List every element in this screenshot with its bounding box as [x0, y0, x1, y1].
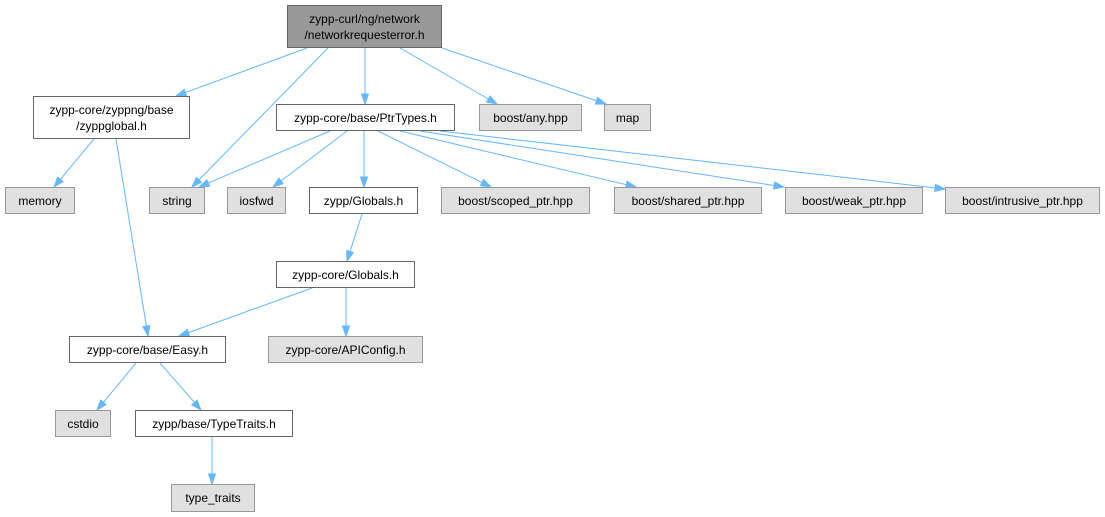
edge-globals-coreglobals: [349, 213, 363, 252]
node-string[interactable]: string: [149, 187, 205, 214]
node-map[interactable]: map: [604, 104, 651, 131]
arrowhead-ptrtypes-intrusive: [934, 183, 947, 192]
edge-zyppglobal-memory: [60, 138, 95, 180]
edge-root-zyppglobal: [185, 47, 308, 94]
node-boost-intrusive-ptr-hpp[interactable]: boost/intrusive_ptr.hpp: [945, 187, 1100, 214]
arrowhead-coreglobals-api: [341, 325, 351, 338]
node-ptrtypes-h[interactable]: zypp-core/base/PtrTypes.h: [276, 104, 455, 131]
arrowhead-root-map: [594, 96, 608, 105]
node-zypp-core-globals-h[interactable]: zypp-core/Globals.h: [276, 261, 415, 288]
arrowhead-easy-typetraits: [190, 399, 202, 412]
node-easy-h[interactable]: zypp-core/base/Easy.h: [69, 336, 226, 363]
arrowhead-root-zyppglobal: [174, 88, 188, 97]
node-cstdio[interactable]: cstdio: [55, 410, 111, 437]
node-type-traits[interactable]: type_traits: [171, 484, 255, 512]
edge-coreglobals-easy: [188, 287, 313, 334]
edge-ptrtypes-weak: [419, 130, 775, 186]
arrowhead-ptrtypes-globals: [359, 176, 369, 189]
edge-root-map: [441, 47, 597, 102]
edge-easy-cstdio: [103, 362, 137, 403]
arrowhead-ptrtypes-weak: [772, 181, 786, 190]
node-boost-weak-ptr-hpp[interactable]: boost/weak_ptr.hpp: [785, 187, 923, 214]
edge-ptrtypes-iosfwd: [280, 130, 348, 182]
node-zyppglobal-h[interactable]: zypp-core/zyppng/base /zyppglobal.h: [33, 96, 190, 139]
edge-zyppglobal-easy: [115, 138, 147, 327]
edge-ptrtypes-scoped: [377, 130, 483, 184]
edge-ptrtypes-string: [207, 130, 331, 184]
node-apiconfig-h[interactable]: zypp-core/APIConfig.h: [268, 336, 423, 363]
edge-ptrtypes-intrusive: [439, 130, 936, 189]
node-boost-any-hpp[interactable]: boost/any.hpp: [479, 104, 582, 131]
node-memory[interactable]: memory: [5, 187, 75, 214]
arrowhead-coreglobals-easy: [177, 328, 191, 337]
edge-root-string: [198, 47, 329, 181]
node-iosfwd[interactable]: iosfwd: [227, 187, 286, 214]
arrowhead-zyppglobal-easy: [142, 324, 151, 338]
node-boost-scoped-ptr-hpp[interactable]: boost/scoped_ptr.hpp: [441, 187, 590, 214]
arrowhead-root-boost-any: [485, 95, 499, 105]
arrowhead-root-string: [190, 176, 203, 189]
arrowhead-zyppglobal-memory: [53, 176, 64, 189]
arrowhead-ptrtypes-string: [197, 179, 211, 188]
node-boost-shared-ptr-hpp[interactable]: boost/shared_ptr.hpp: [614, 187, 762, 214]
node-zypp-globals-h[interactable]: zypp/Globals.h: [309, 187, 418, 214]
arrowhead-typetraits-type: [207, 473, 217, 486]
edge-ptrtypes-shared: [399, 130, 627, 186]
arrowhead-globals-coreglobals: [346, 249, 355, 263]
node-networkrequesterror-h[interactable]: zypp-curl/ng/network /networkrequesterro…: [287, 5, 442, 48]
edge-root-boost-any: [399, 47, 489, 100]
edge-easy-typetraits: [159, 362, 195, 403]
arrowhead-root-ptrtypes: [360, 93, 370, 106]
arrowhead-ptrtypes-scoped: [479, 178, 493, 188]
node-typetraits-h[interactable]: zypp/base/TypeTraits.h: [135, 410, 293, 437]
arrowhead-easy-cstdio: [96, 399, 107, 412]
arrowhead-ptrtypes-iosfwd: [271, 177, 284, 188]
